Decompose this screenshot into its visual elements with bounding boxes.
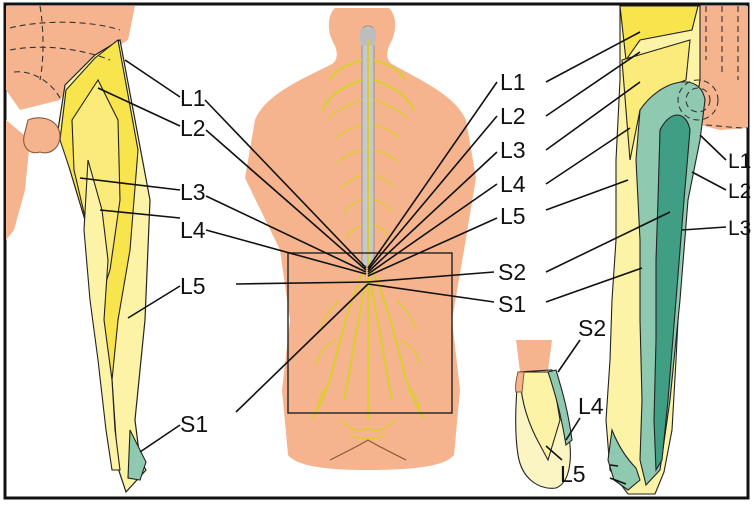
label-right-L5: L5 — [500, 203, 526, 229]
label-left-L5: L5 — [180, 273, 206, 299]
label-left-L1: L1 — [180, 85, 206, 111]
far-right-labels: L1 L2 L3 — [728, 150, 751, 240]
label-right-L4: L4 — [500, 171, 526, 197]
label-left-S1: S1 — [180, 411, 208, 437]
label-foot-S2: S2 — [578, 315, 606, 341]
label-S1: S1 — [498, 291, 526, 317]
label-right-L3: L3 — [500, 137, 526, 163]
label-right-L1: L1 — [500, 69, 526, 95]
label-left-L4: L4 — [180, 217, 206, 243]
label-right-L2: L2 — [500, 103, 526, 129]
label-far-right-L1: L1 — [728, 150, 751, 173]
label-S2: S2 — [498, 259, 526, 285]
left-genital-area — [24, 118, 60, 153]
foot-ankle-skin — [516, 340, 552, 372]
label-far-right-L2: L2 — [728, 180, 751, 203]
label-far-right-L3: L3 — [728, 217, 751, 240]
label-left-L3: L3 — [180, 179, 206, 205]
right-upper-labels: L1 L2 L3 L4 L5 — [500, 69, 526, 229]
label-left-L2: L2 — [180, 115, 206, 141]
foot-medial-malleolus — [516, 372, 524, 392]
label-foot-L5: L5 — [560, 461, 586, 487]
label-foot-L4: L4 — [578, 393, 604, 419]
